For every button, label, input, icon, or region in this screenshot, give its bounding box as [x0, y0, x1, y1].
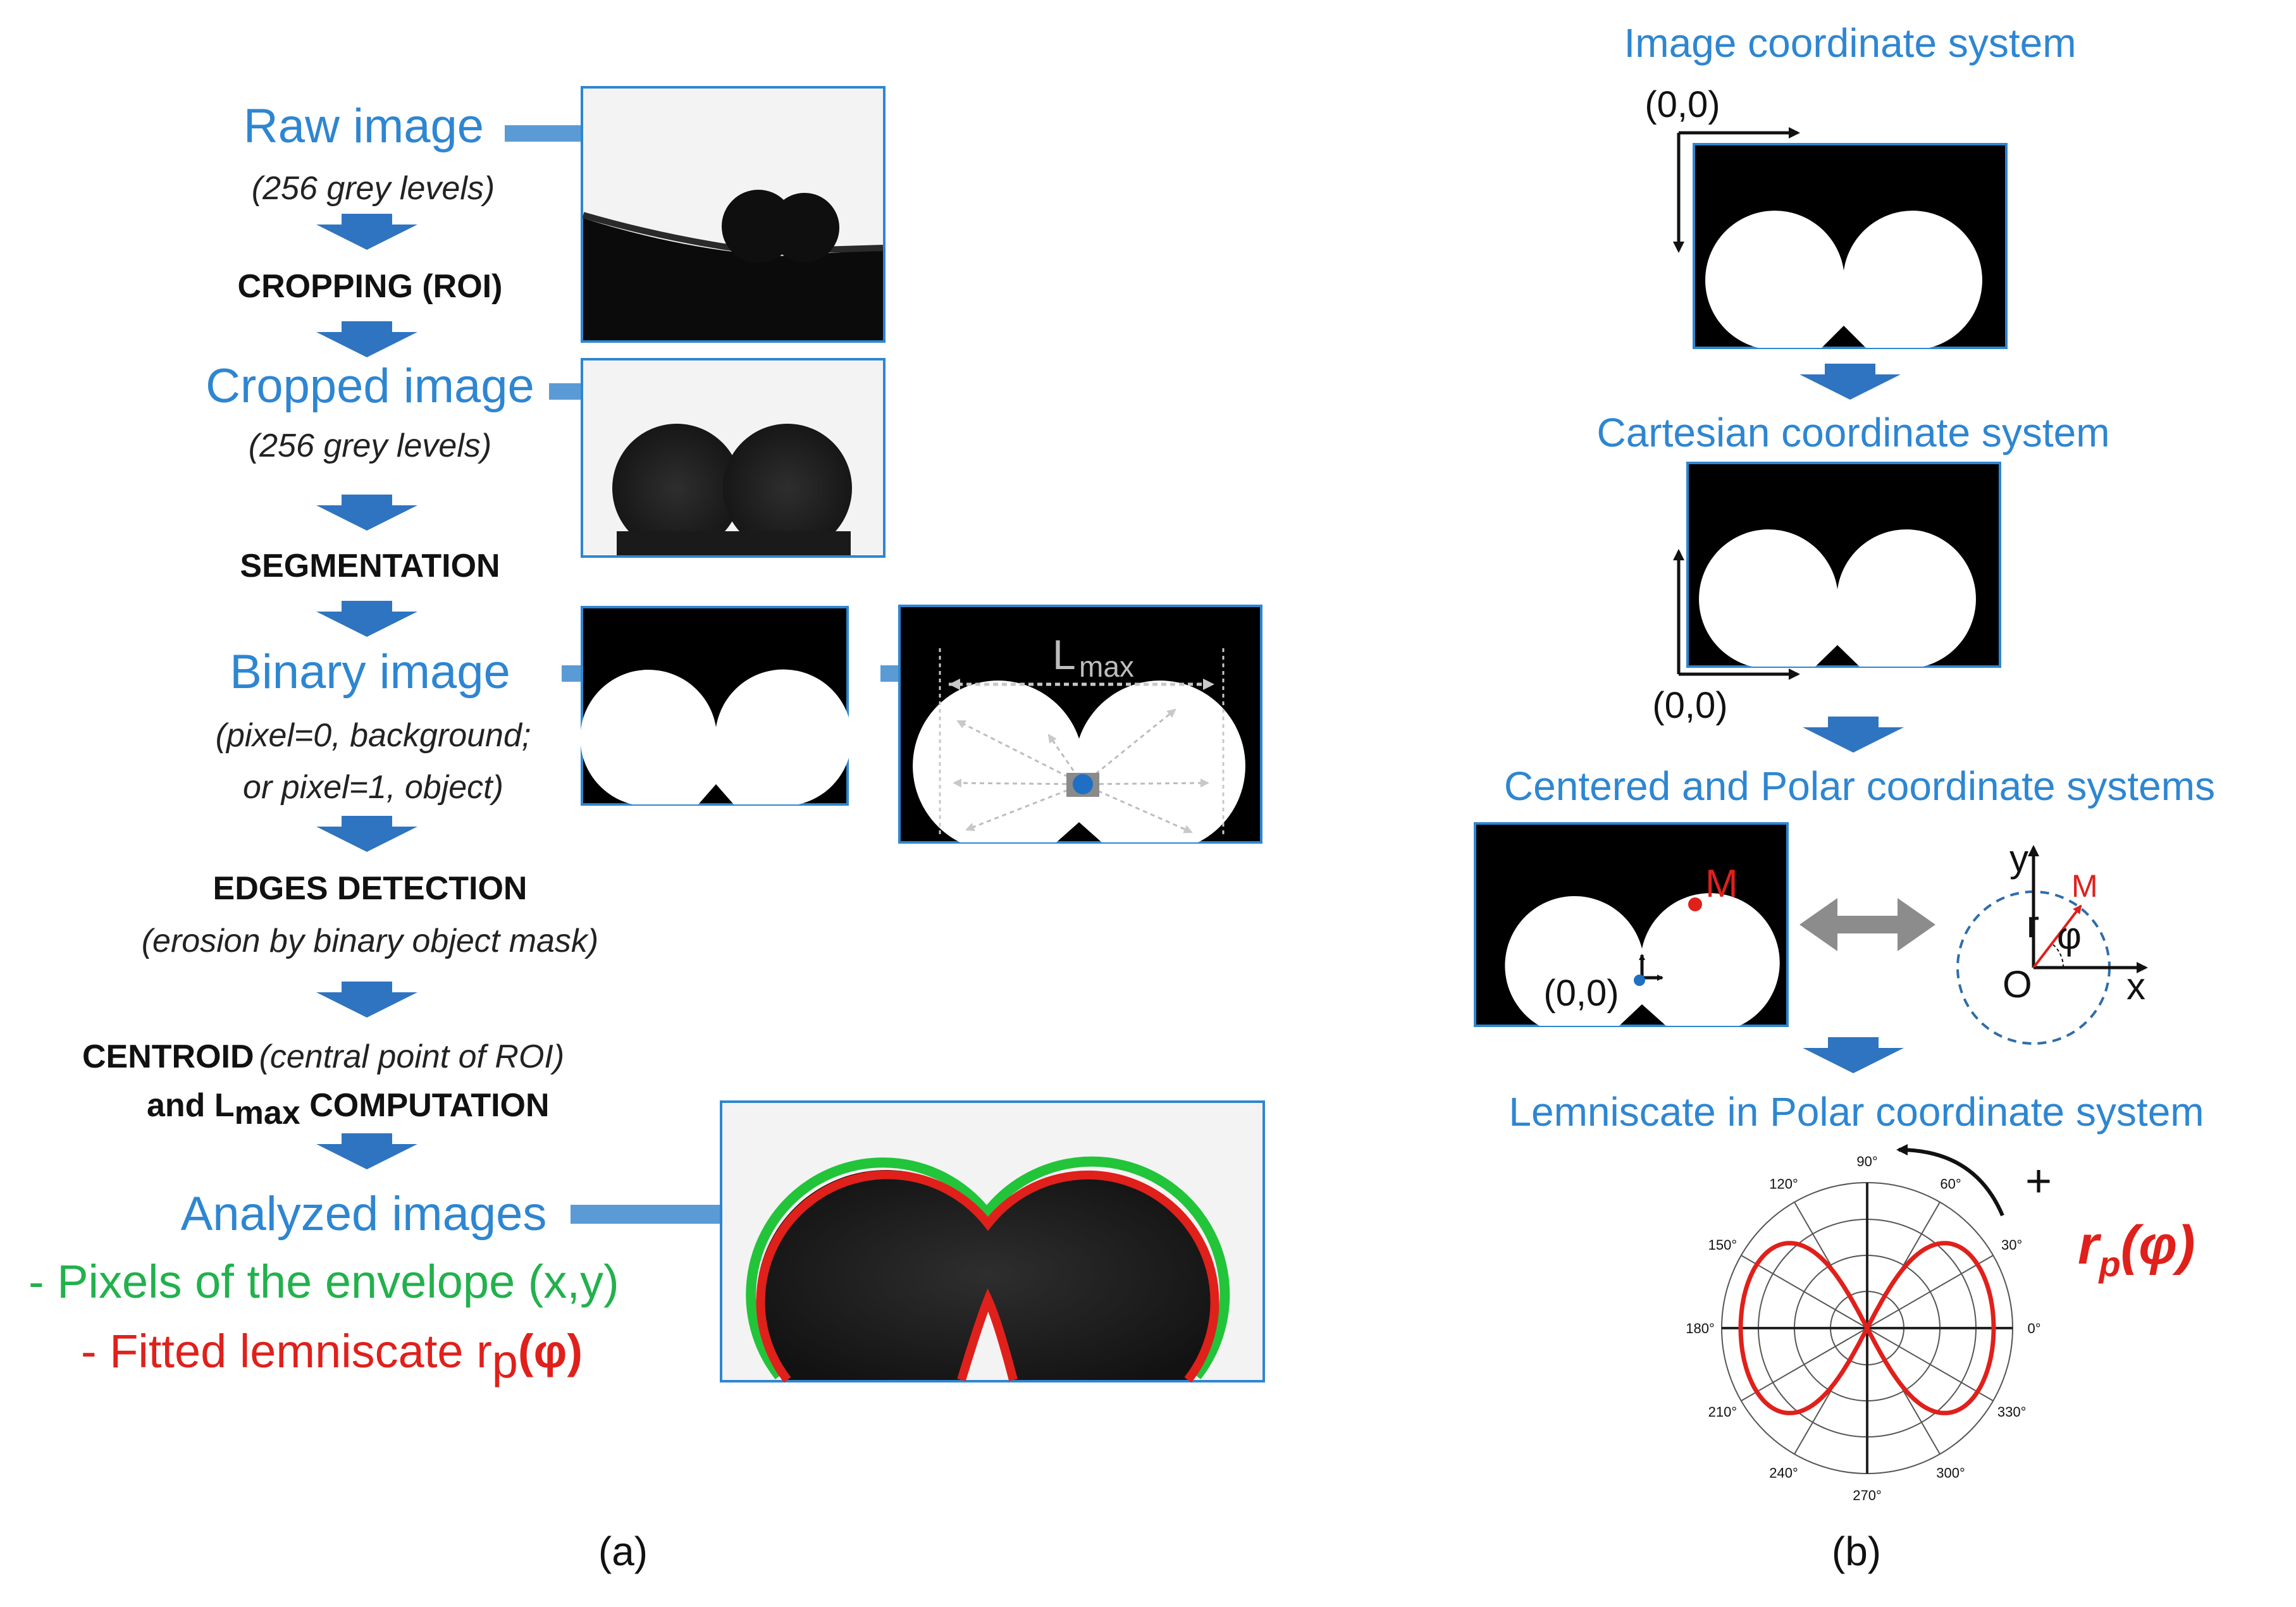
flow-arrow	[1799, 364, 1901, 400]
binary-image-note-2: or pixel=1, object)	[243, 769, 503, 806]
flow-arrow	[316, 214, 417, 250]
cartesian-coordinate-panel	[1686, 462, 2001, 668]
polar-spoke	[1867, 1327, 1994, 1401]
flow-arrow	[316, 1133, 417, 1169]
flow-arrow	[316, 601, 417, 637]
step-centroid: CENTROID(central point of ROI)	[82, 1038, 564, 1075]
analyzed-connector	[571, 1205, 721, 1224]
polar-spoke	[1741, 1255, 1868, 1329]
rp-phi-label: rp(φ)	[2078, 1215, 2195, 1284]
polar-spoke	[1741, 1327, 1868, 1401]
analyzed-images-title: Analyzed images	[181, 1187, 547, 1241]
polar-angle-label: 150°	[1708, 1237, 1737, 1253]
polar-origin-label: O	[2003, 963, 2032, 1006]
caption-a: (a)	[598, 1529, 648, 1574]
flow-arrow	[1803, 1037, 1904, 1073]
origin-center-label: (0,0)	[1543, 973, 1619, 1014]
lemniscate-curve	[1738, 1241, 1996, 1415]
polar-angle-label: 270°	[1853, 1487, 1882, 1503]
image-coordinate-panel	[1693, 143, 2008, 349]
rotation-plus-sign: +	[2025, 1156, 2052, 1207]
edges-note: (erosion by binary object mask)	[142, 923, 599, 959]
centered-coordinate-panel	[1474, 822, 1789, 1027]
raw-image-panel	[581, 86, 886, 343]
equivalence-arrow	[1799, 898, 1935, 951]
cropped-image-title: Cropped image	[206, 359, 534, 413]
polar-angle-label: 0°	[2027, 1321, 2040, 1336]
polar-axis-x-label: x	[2126, 965, 2145, 1007]
polar-angle-label: 300°	[1936, 1465, 1965, 1481]
cropped-connector	[549, 383, 582, 400]
polar-angle-label: 30°	[2001, 1237, 2022, 1253]
cropped-image-note: (256 grey levels)	[249, 428, 491, 464]
cartesian-coordinate-title: Cartesian coordinate system	[1596, 410, 2109, 455]
legend-envelope-pixels: - Pixels of the envelope (x,y)	[28, 1255, 619, 1308]
binary-image-title: Binary image	[230, 645, 510, 699]
polar-sketch	[1956, 845, 2148, 1045]
polar-axis-y-label: y	[2009, 837, 2028, 880]
lmax-subscript: max	[1079, 650, 1134, 683]
step-segmentation: SEGMENTATION	[240, 548, 500, 584]
panel-a: Raw image (256 grey levels) CROPPING (RO…	[28, 86, 1265, 1574]
binary-image-panel	[580, 606, 852, 806]
step-cropping: CROPPING (ROI)	[238, 268, 503, 305]
rotation-arrow	[1896, 1144, 2004, 1217]
step-lmax-computation: and Lmax COMPUTATION	[147, 1087, 550, 1131]
raw-connector	[505, 125, 582, 142]
flow-arrow	[316, 982, 417, 1018]
lmax-connector	[880, 665, 899, 682]
caption-b: (b)	[1832, 1529, 1881, 1574]
binary-connector	[562, 665, 582, 682]
polar-angle-label: 120°	[1769, 1176, 1798, 1191]
polar-spoke	[1867, 1255, 1994, 1329]
polar-m-label: M	[2071, 868, 2098, 904]
panel-b: Image coordinate system (0,0) Cartesian …	[1474, 20, 2215, 1574]
flow-arrow	[1803, 717, 1904, 753]
polar-angle-label: 60°	[1940, 1176, 1961, 1191]
polar-angle-label: 90°	[1856, 1154, 1877, 1169]
binary-image-note-1: (pixel=0, background;	[216, 717, 531, 754]
raw-image-note: (256 grey levels)	[252, 170, 495, 207]
image-coordinate-title: Image coordinate system	[1624, 20, 2077, 66]
lmax-panel: L max	[898, 605, 1262, 844]
legend-fitted-lemniscate: - Fitted lemniscate rp(φ)	[81, 1325, 583, 1388]
polar-plot: 0° 30° 60° 90° 120° 150° 180° 210° 240° 270° 300° 3…	[1686, 1154, 2040, 1503]
polar-angle-label: 330°	[1997, 1404, 2027, 1420]
flow-arrow	[316, 495, 417, 531]
flow-arrow	[316, 321, 417, 357]
polar-angle-label: 210°	[1708, 1404, 1737, 1420]
polar-r-label: r	[2027, 903, 2039, 945]
origin-bottom-left-label: (0,0)	[1652, 685, 1727, 726]
lemniscate-title: Lemniscate in Polar coordinate system	[1509, 1089, 2204, 1135]
step-edges-detection: EDGES DETECTION	[213, 870, 528, 907]
polar-phi-label: φ	[2057, 914, 2082, 957]
cropped-image-panel	[581, 358, 886, 558]
centered-polar-title: Centered and Polar coordinate systems	[1504, 763, 2215, 809]
polar-angle-label: 180°	[1686, 1321, 1715, 1336]
lmax-label: L	[1052, 631, 1076, 678]
raw-image-title: Raw image	[244, 99, 484, 153]
flow-arrow	[316, 816, 417, 852]
point-m-label: M	[1705, 862, 1738, 906]
analyzed-image-panel	[720, 1100, 1265, 1383]
polar-angle-label: 240°	[1769, 1465, 1798, 1481]
origin-top-left-label: (0,0)	[1645, 84, 1720, 125]
